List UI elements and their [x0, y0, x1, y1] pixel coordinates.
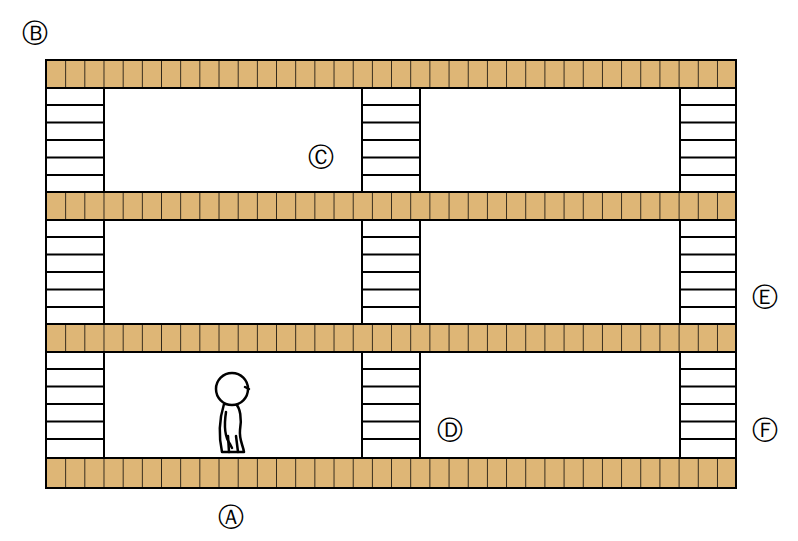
stick-figure — [216, 373, 249, 452]
callout-letter: Ⓓ — [437, 417, 463, 443]
ladder-rung — [680, 174, 736, 176]
ladder-rung — [362, 139, 420, 141]
ladder-rung — [680, 236, 736, 238]
ladder-rung — [46, 386, 104, 388]
floor-band — [46, 60, 736, 88]
ladder-rung — [680, 438, 736, 440]
ladder-rung — [362, 289, 420, 291]
callout-letter: Ⓔ — [752, 284, 778, 310]
floor-tiles — [46, 324, 736, 352]
ladder-rung — [680, 306, 736, 308]
callout-letter: Ⓒ — [308, 144, 334, 170]
floor-tiles — [46, 192, 736, 220]
walls — [46, 60, 736, 488]
floor-band — [46, 458, 736, 488]
ladder-rung — [362, 122, 420, 124]
ladder-rung — [46, 421, 104, 423]
ladder-rung — [46, 157, 104, 159]
ladder-rung — [46, 306, 104, 308]
ladder-rung — [46, 174, 104, 176]
ladder-rung — [46, 368, 104, 370]
ladder-rung — [680, 368, 736, 370]
ladder-rung — [362, 306, 420, 308]
floor-band — [46, 324, 736, 352]
ladder-rung — [46, 289, 104, 291]
ladder-rung — [680, 421, 736, 423]
ladder-rung — [46, 403, 104, 405]
ladder-rung — [46, 438, 104, 440]
ladder-rung — [680, 289, 736, 291]
ladder-rung — [680, 254, 736, 256]
ladder-rung — [362, 174, 420, 176]
floor-tiles — [46, 60, 736, 88]
floor-bands — [46, 60, 736, 488]
ladder-rung — [46, 236, 104, 238]
ladder-rung — [362, 104, 420, 106]
ladder-rung — [362, 236, 420, 238]
callout-letter: Ⓑ — [22, 20, 48, 46]
callout-letter: Ⓕ — [752, 417, 778, 443]
ladder-rung — [46, 139, 104, 141]
ladder-rung — [680, 386, 736, 388]
ladder-rung — [362, 421, 420, 423]
ladder-rung — [680, 122, 736, 124]
ladder-rung — [46, 254, 104, 256]
callout-letter: Ⓐ — [218, 504, 244, 530]
ladders — [46, 88, 736, 458]
ladder-rung — [362, 386, 420, 388]
ladder-rung — [362, 254, 420, 256]
floor-tiles — [46, 458, 736, 488]
ladder-rung — [680, 403, 736, 405]
ladder-rung — [46, 122, 104, 124]
ladder-rung — [362, 438, 420, 440]
ladder-rung — [46, 271, 104, 273]
ladder-rung — [680, 139, 736, 141]
ladder-rung — [680, 104, 736, 106]
ladder-rung — [46, 104, 104, 106]
ladder-rung — [680, 157, 736, 159]
ladder-rung — [362, 403, 420, 405]
floor-band — [46, 192, 736, 220]
ladder-rung — [362, 368, 420, 370]
ladder-rung — [680, 271, 736, 273]
ladder-rung — [362, 271, 420, 273]
ladder-rung — [362, 157, 420, 159]
